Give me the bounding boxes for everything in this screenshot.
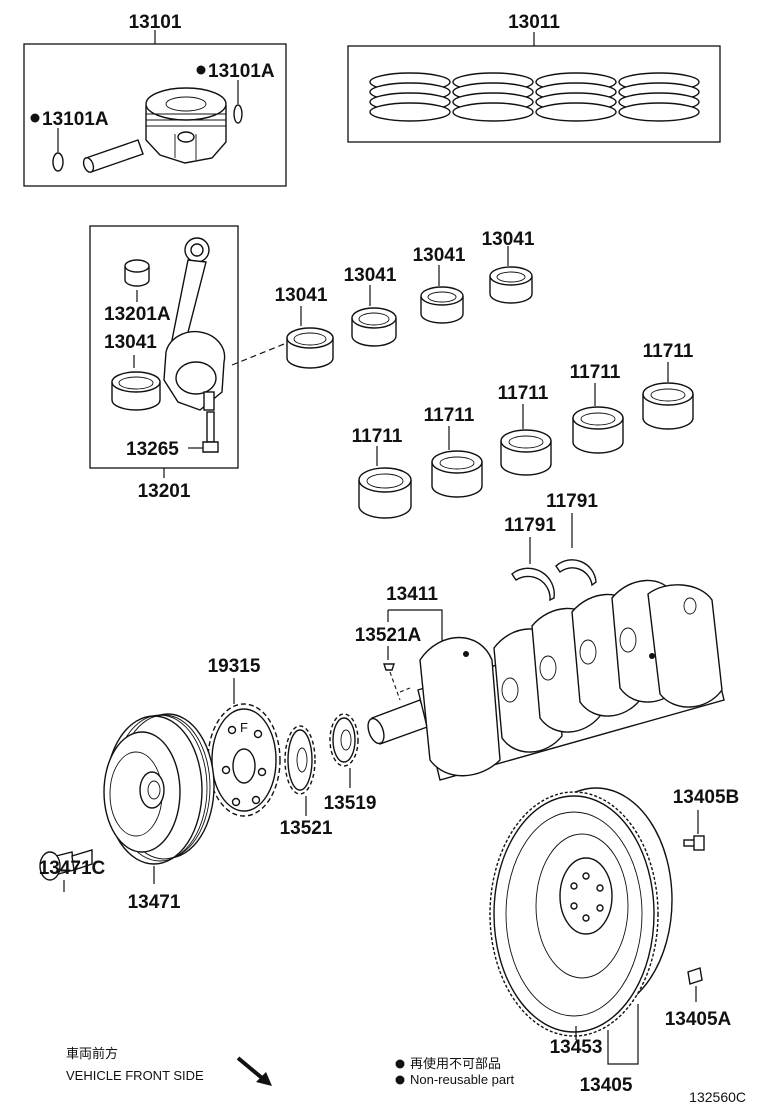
label-13521: 13521 <box>280 818 333 839</box>
ring-set-2 <box>452 72 534 122</box>
label-13265: 13265 <box>126 439 179 460</box>
label-13101A-top: 13101A <box>208 61 275 82</box>
rod-bearing-3 <box>420 286 464 324</box>
main-bearing-4 <box>572 406 624 454</box>
rod-bolt <box>202 411 219 453</box>
main-bearing-1 <box>358 467 412 519</box>
label-13101A-left: 13101A <box>42 109 109 130</box>
label-13201A: 13201A <box>104 304 171 325</box>
connecting-rod-group: 13201 13201A 13041 132 <box>89 225 285 502</box>
label-11711-e: 11711 <box>643 341 694 362</box>
vehicle-front-arrow-icon <box>236 1056 272 1086</box>
connecting-rod <box>163 237 226 411</box>
direction-label-jp: 車両前方 <box>66 1046 118 1061</box>
rod-bearing-2 <box>351 307 397 347</box>
non-reusable-dot <box>30 113 40 123</box>
label-11711-c: 11711 <box>498 383 549 404</box>
label-11791-b: 11791 <box>546 491 598 512</box>
snap-ring-left <box>52 152 64 172</box>
label-19315: 19315 <box>208 656 261 677</box>
label-13405B: 13405B <box>673 787 740 808</box>
label-13041-c: 13041 <box>413 245 466 266</box>
label-11711-d: 11711 <box>570 362 621 383</box>
rod-bearing-1 <box>286 327 334 369</box>
main-bearing-3 <box>500 429 552 476</box>
thrust-washer-1 <box>511 567 555 602</box>
flywheel <box>489 787 673 1037</box>
crankshaft-group: 13411 13521A <box>355 579 725 781</box>
flywheel-bolt <box>683 835 705 851</box>
timing-sprocket-group: 19315 F <box>207 656 281 817</box>
label-13453: 13453 <box>550 1037 603 1058</box>
piston <box>145 87 227 164</box>
crank-pulley <box>103 713 215 865</box>
legend-group: 車両前方 VEHICLE FRONT SIDE 再使用不可部品 Non-reus… <box>66 1046 746 1105</box>
rod-bearings-group: 13041 13041 13041 13041 <box>275 229 535 369</box>
non-reusable-dot <box>196 65 206 75</box>
main-bearing-5 <box>642 382 694 430</box>
rod-bushing <box>124 259 150 287</box>
rod-bearing-4 <box>489 266 533 304</box>
nonreusable-label-en: Non-reusable part <box>410 1072 514 1087</box>
flywheel-group: 13405B 13405A 13453 13405 <box>489 787 740 1096</box>
label-13521A: 13521A <box>355 625 422 646</box>
label-11711-a: 11711 <box>352 426 403 447</box>
ring-set-4 <box>618 72 700 122</box>
rod-bearing-in-box <box>111 371 161 411</box>
pulley-bolt <box>39 849 93 881</box>
crank-sprockets-group: 13521 13519 <box>280 713 377 839</box>
main-bearings-group: 11711 11711 11711 11711 11711 11 <box>352 341 694 519</box>
label-13041-a: 13041 <box>275 285 328 306</box>
label-13101: 13101 <box>129 12 182 33</box>
label-13201: 13201 <box>138 481 191 502</box>
non-reusable-dot <box>395 1075 405 1085</box>
piston-pin <box>82 139 144 173</box>
flywheel-pin <box>687 967 703 985</box>
label-13011: 13011 <box>508 12 560 33</box>
label-13519: 13519 <box>324 793 377 814</box>
label-13471: 13471 <box>128 892 181 913</box>
timing-sprocket-19315: F <box>207 703 281 817</box>
nonreusable-label-jp: 再使用不可部品 <box>410 1056 501 1071</box>
label-11711-b: 11711 <box>424 405 475 426</box>
ring-set-1 <box>369 72 451 122</box>
thrust-washers-group: 11791 11791 <box>504 491 598 602</box>
label-13041-b: 13041 <box>344 265 397 286</box>
diagram-code: 132560C <box>689 1089 746 1105</box>
label-13041-d: 13041 <box>482 229 535 250</box>
non-reusable-dot <box>395 1059 405 1069</box>
main-bearing-2 <box>431 450 483 498</box>
snap-ring-right <box>233 104 243 124</box>
piston-ring-set-group: 13011 <box>347 12 721 143</box>
svg-text:F: F <box>240 720 248 735</box>
label-13405A: 13405A <box>665 1009 732 1030</box>
thrust-washer-2 <box>555 559 597 587</box>
crankshaft <box>367 579 725 781</box>
label-11791-a: 11791 <box>504 515 556 536</box>
ring-set-3 <box>535 72 617 122</box>
crank-pulley-group: 13471 13471C 13471C <box>39 713 215 913</box>
label-13411: 13411 <box>386 584 438 605</box>
crank-sprocket-13521 <box>284 725 316 795</box>
label-13041-rod: 13041 <box>104 332 157 353</box>
piston-assembly-group: 13101 13101A 13101A <box>23 12 287 187</box>
label-13405: 13405 <box>580 1075 633 1096</box>
assembly-dashed-line <box>231 343 285 366</box>
label-13471C-visible: 13471C <box>39 858 106 879</box>
crank-sprocket-13519 <box>329 713 359 767</box>
crank-key <box>383 663 395 671</box>
direction-label-en: VEHICLE FRONT SIDE <box>66 1068 204 1083</box>
